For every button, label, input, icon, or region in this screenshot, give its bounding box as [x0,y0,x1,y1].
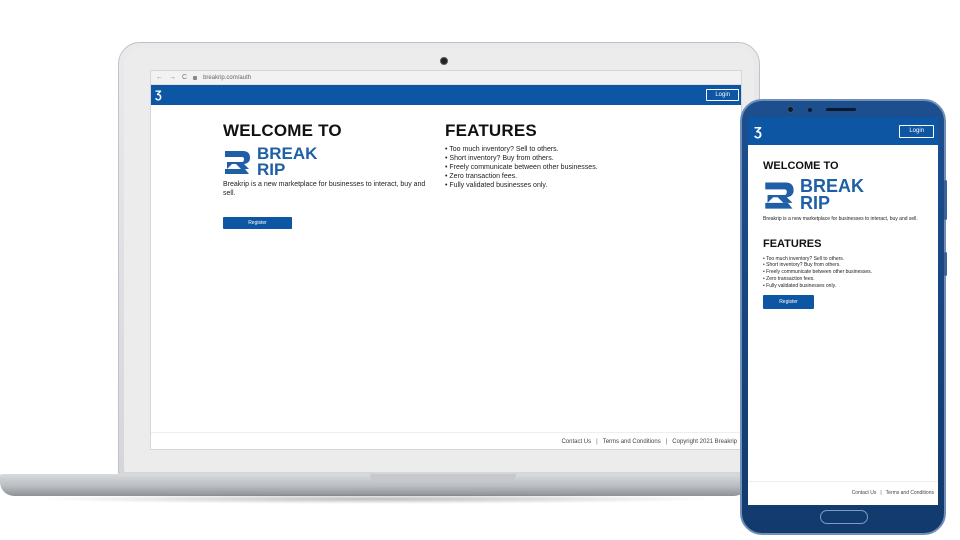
mobile-login-button[interactable]: Login [899,124,934,138]
mobile-main-content: WELCOME TO BREAK RIP Breakrip is a new m… [763,160,928,310]
phone-speaker [826,108,856,111]
mobile-tagline: Breakrip is a new marketplace for busine… [763,216,918,223]
reload-icon[interactable]: C [182,74,188,81]
welcome-section: WELCOME TO BREAK RIP Breakrip is a new m… [223,121,438,229]
phone-screen: Ʒ Login WELCOME TO BREAK RIP Breakrip is… [748,117,938,505]
mobile-feature-item: Fully validated businesses only. [763,283,928,290]
mobile-brand-word-rip: RIP [800,193,831,214]
mobile-brand-r-icon [765,182,794,209]
features-heading: FEATURES [445,121,537,140]
mobile-features-list: Too much inventory? Sell to others. Shor… [763,256,928,290]
mobile-terms-link[interactable]: Terms and Conditions [885,489,934,496]
back-arrow-icon[interactable]: ← [156,74,163,81]
lock-icon [193,75,198,80]
footer-separator: | [665,439,668,445]
phone-volume-button [944,180,947,220]
features-section: FEATURES Too much inventory? Sell to oth… [445,121,705,191]
feature-item: Short inventory? Buy from others. [445,155,705,164]
laptop-camera-icon [440,57,448,65]
laptop-base [0,474,748,496]
brand-word-rip: RIP [257,160,286,180]
login-button[interactable]: Login [706,89,739,101]
brand-logo: BREAK RIP [223,144,438,180]
mobile-feature-item: Short inventory? Buy from others. [763,262,928,269]
mobile-register-button[interactable]: Register [763,295,814,310]
phone-sensor-icon [808,108,812,112]
feature-item: Zero transaction fees. [445,173,705,182]
browser-toolbar: ← → C breakrip.com/auth [151,71,741,85]
contact-us-link[interactable]: Contact Us [561,439,592,445]
mobile-brand-word-break: BREAK [800,176,865,196]
copyright-text: Copyright 2021 Breakrip [672,439,737,445]
welcome-heading: WELCOME TO [223,121,342,140]
features-list: Too much inventory? Sell to others. Shor… [445,146,705,191]
tagline: Breakrip is a new marketplace for busine… [223,181,426,198]
mobile-footer: Contact Us | Terms and Conditions [748,481,938,503]
brand-r-icon [225,151,250,175]
forward-arrow-icon[interactable]: → [169,74,176,81]
logo-icon[interactable]: Ʒ [155,88,162,101]
laptop-shadow [30,494,720,504]
url-bar[interactable]: breakrip.com/auth [203,74,252,81]
mobile-features-heading: FEATURES [763,237,822,250]
feature-item: Freely communicate between other busines… [445,164,705,173]
phone-camera-icon [787,106,794,113]
register-button[interactable]: Register [223,216,292,229]
site-header: Ʒ Login [151,85,741,105]
laptop-screen: ← → C breakrip.com/auth Ʒ Login WELCOME … [150,70,742,450]
brand-word-break: BREAK [257,144,318,163]
terms-link[interactable]: Terms and Conditions [602,439,661,445]
phone-power-button [944,252,947,276]
mobile-footer-separator: | [880,489,882,496]
feature-item: Too much inventory? Sell to others. [445,146,705,155]
mobile-brand-logo: BREAK RIP [763,176,928,214]
mobile-contact-us-link[interactable]: Contact Us [851,489,877,496]
mobile-logo-icon[interactable]: Ʒ [754,123,762,139]
mobile-feature-item: Freely communicate between other busines… [763,269,928,276]
mobile-feature-item: Too much inventory? Sell to others. [763,256,928,263]
mobile-header: Ʒ Login [748,117,938,145]
mobile-welcome-heading: WELCOME TO [763,160,839,172]
phone-home-button [820,510,868,524]
feature-item: Fully validated businesses only. [445,182,705,191]
laptop-notch [370,474,516,482]
mobile-feature-item: Zero transaction fees. [763,276,928,283]
site-footer: Contact Us | Terms and Conditions | Copy… [151,432,741,449]
footer-separator: | [596,439,598,445]
